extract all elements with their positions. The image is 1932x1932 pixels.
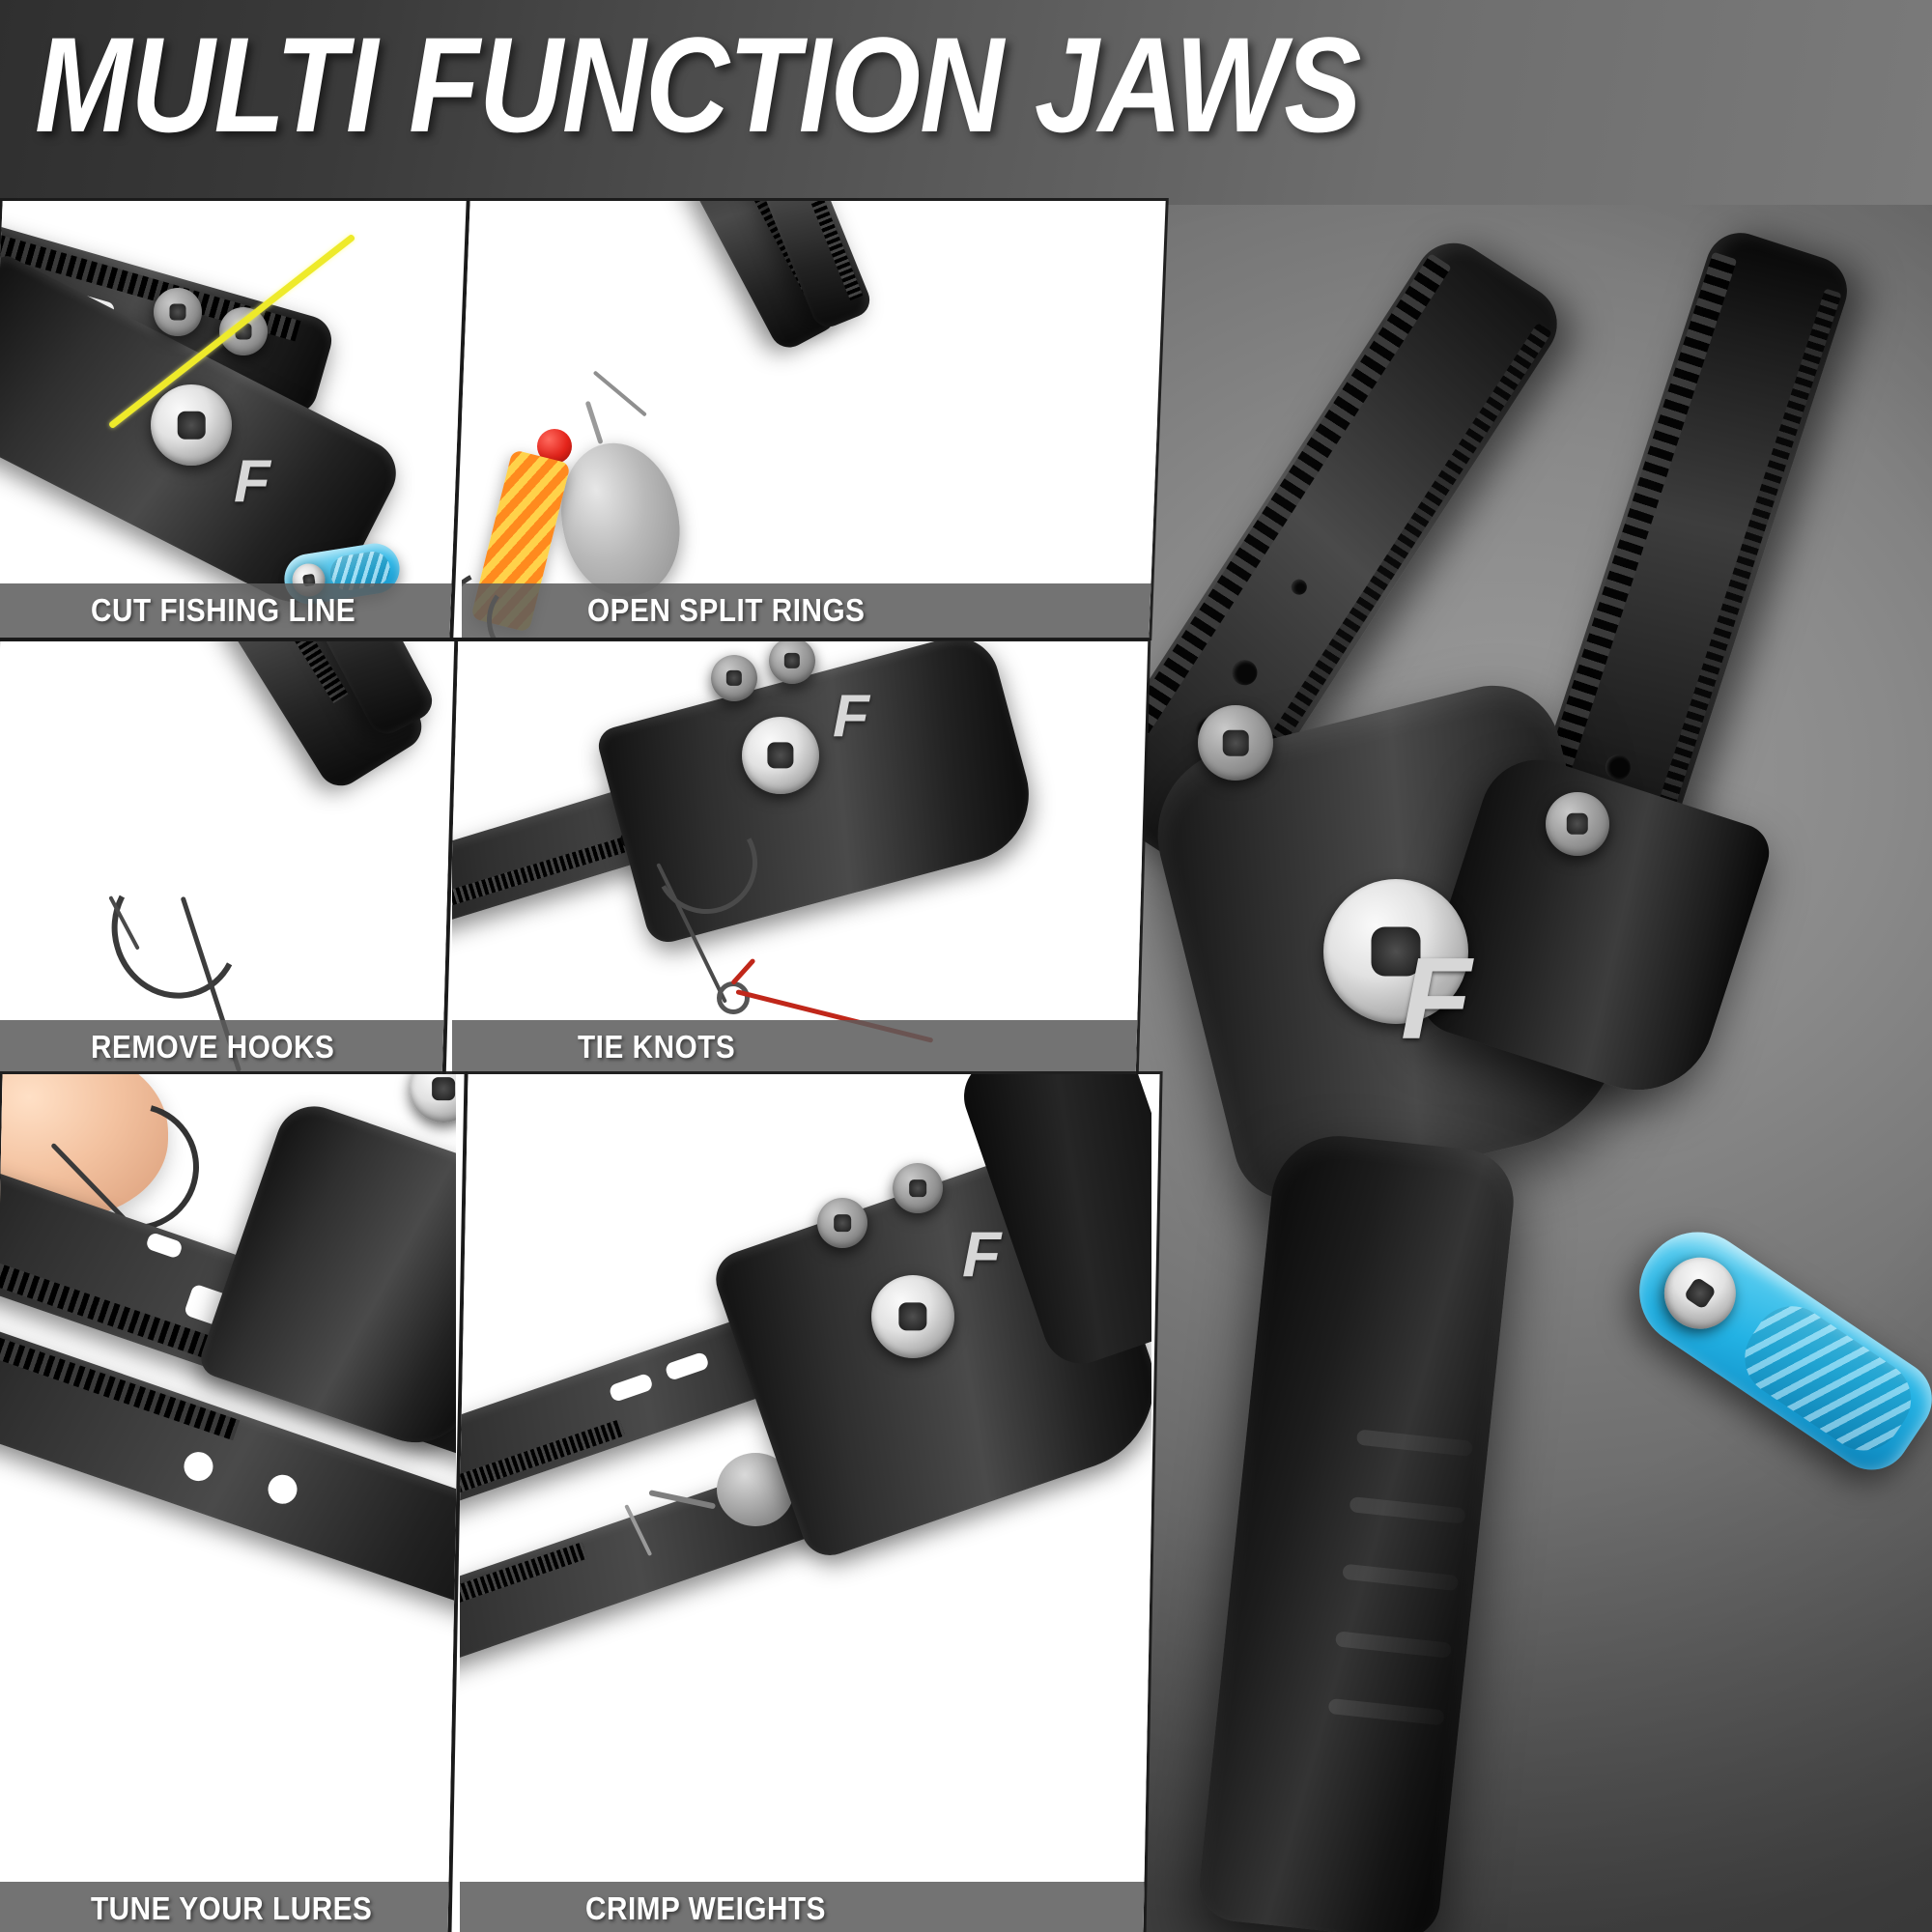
caption-text: TIE KNOTS (578, 1029, 736, 1065)
pivot-screw (1323, 879, 1468, 1024)
feature-cell-open-split-rings[interactable]: OPEN SPLIT RINGS (453, 201, 1166, 638)
torx-socket-icon (432, 1077, 455, 1100)
grip-rib (1355, 1429, 1473, 1457)
torx-socket-icon (1371, 926, 1421, 977)
torx-screw (893, 1163, 943, 1213)
torx-socket-icon (783, 652, 801, 669)
feature-cell-tune-your-lures[interactable]: TUNE YOUR LURES (0, 1074, 465, 1932)
caption-bar-cut-fishing-line: CUT FISHING LINE (0, 583, 458, 638)
crimp-slot (664, 1350, 710, 1382)
torx-screw (154, 288, 202, 336)
wire-hole (1288, 576, 1310, 598)
caption-text: CUT FISHING LINE (91, 592, 356, 628)
caption-text: TUNE YOUR LURES (91, 1890, 373, 1926)
torx-socket-icon (767, 742, 794, 769)
pivot-screw (742, 717, 819, 794)
feature-grid: F CUT FISHING LINE (0, 201, 1166, 1932)
grip-rib (1342, 1563, 1460, 1592)
page-title: MULTI FUNCTION JAWS (35, 9, 1361, 160)
swivel-shaft (584, 400, 604, 445)
single-hook (95, 846, 257, 1014)
split-ring-wire (592, 370, 647, 417)
torx-socket-icon (1566, 812, 1589, 836)
wire-hole (264, 1470, 301, 1508)
feature-cell-crimp-weights[interactable]: F CRIMP WEIGHTS (451, 1074, 1160, 1932)
feature-cell-remove-hooks[interactable]: REMOVE HOOKS (0, 641, 455, 1074)
brand-logo-f: F (833, 683, 869, 750)
torx-socket-icon (834, 1214, 851, 1232)
plier-body (594, 641, 1044, 948)
caption-bar-remove-hooks: REMOVE HOOKS (0, 1020, 448, 1074)
hook-eye (717, 981, 750, 1014)
wire-hole (1227, 655, 1263, 691)
crimp-notch (145, 1231, 184, 1260)
crimp-slot (608, 1372, 654, 1404)
jaw-serration (165, 641, 349, 703)
caption-bar-tie-knots: TIE KNOTS (452, 1020, 1142, 1074)
brand-logo-f: F (962, 1218, 1002, 1290)
torx-screw (711, 655, 757, 701)
pivot-screw (151, 384, 232, 466)
torx-socket-icon (169, 303, 186, 321)
feature-cell-tie-knots[interactable]: F TIE KNOTS (445, 641, 1149, 1074)
torx-screw (817, 1198, 867, 1248)
spinner-blade (547, 432, 694, 608)
caption-bar-tune-your-lures: TUNE YOUR LURES (0, 1882, 456, 1932)
wire-hole (180, 1448, 217, 1486)
jaw-serration (460, 1419, 626, 1542)
caption-text: REMOVE HOOKS (91, 1029, 335, 1065)
pivot-screw (410, 1074, 456, 1122)
caption-text: CRIMP WEIGHTS (585, 1890, 827, 1926)
title-band (0, 0, 1932, 205)
hero-product-shot: F (947, 116, 1932, 1932)
grip-rib (1349, 1496, 1466, 1524)
torx-screw (1198, 705, 1273, 781)
caption-text: OPEN SPLIT RINGS (587, 592, 866, 628)
torx-screw (1546, 792, 1609, 856)
blue-grip-ribs (1729, 1291, 1926, 1465)
feature-cell-cut-fishing-line[interactable]: F CUT FISHING LINE (0, 201, 467, 638)
plier-head (195, 1095, 456, 1459)
grip-rib (1334, 1631, 1452, 1659)
rubber-grip-handle (1195, 1129, 1520, 1932)
torx-socket-icon (898, 1302, 927, 1331)
torx-socket-icon (725, 669, 743, 687)
red-knot-line-tag (730, 957, 756, 986)
jaw-serration (460, 1542, 588, 1661)
torx-socket-icon (1222, 729, 1249, 756)
torx-screw (1650, 1243, 1750, 1344)
brand-logo-f: F (234, 448, 270, 515)
grip-rib (1327, 1697, 1445, 1726)
torx-socket-icon (177, 411, 206, 440)
torx-socket-icon (909, 1179, 926, 1197)
torx-socket-icon (1683, 1276, 1718, 1311)
pivot-screw (871, 1275, 954, 1358)
caption-bar-open-split-rings: OPEN SPLIT RINGS (462, 583, 1157, 638)
blue-handle-accent (1617, 1209, 1932, 1486)
brand-logo-f: F (1401, 934, 1472, 1064)
caption-bar-crimp-weights: CRIMP WEIGHTS (460, 1882, 1151, 1932)
